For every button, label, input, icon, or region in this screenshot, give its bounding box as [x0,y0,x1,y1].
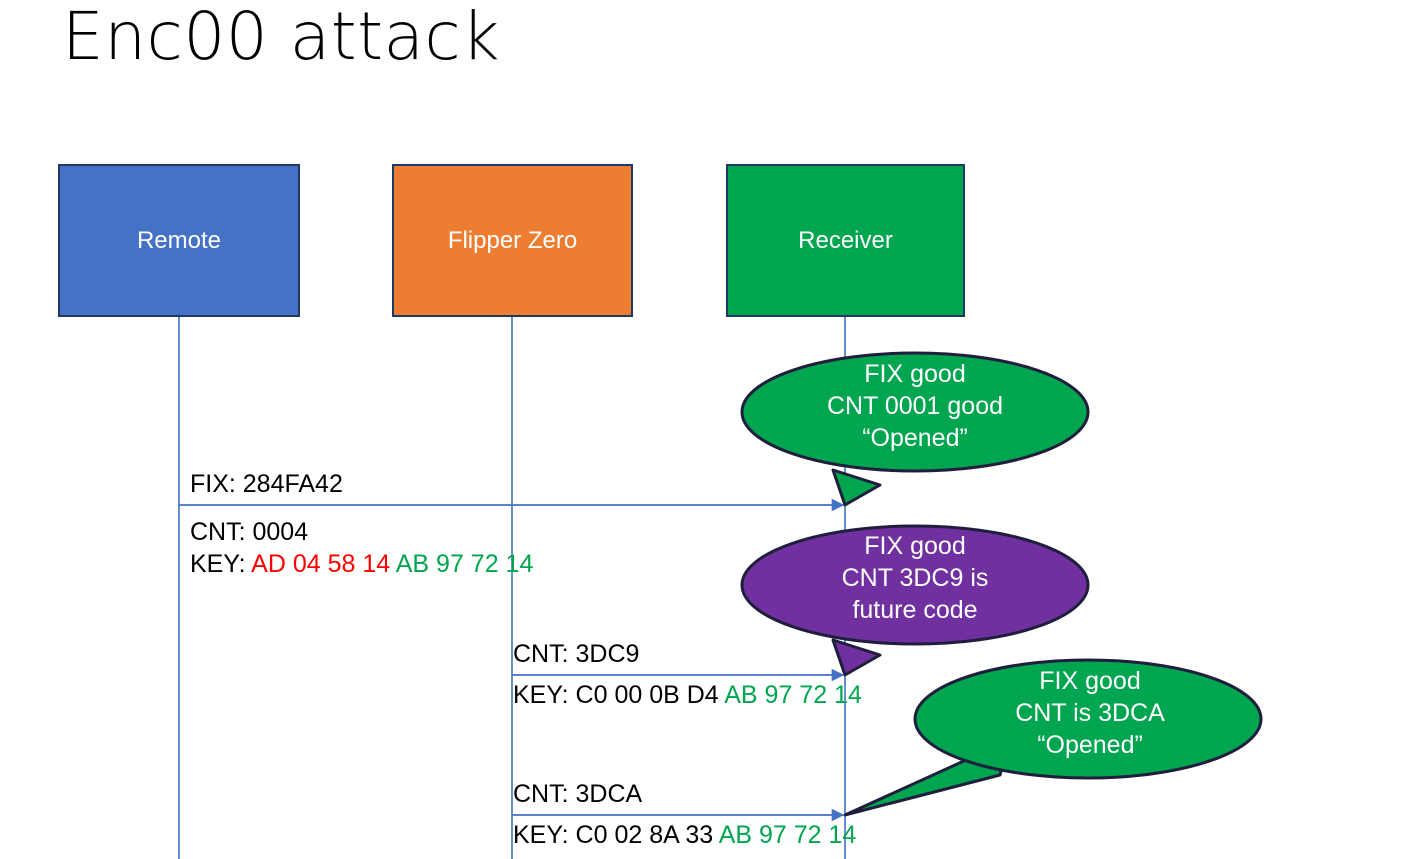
key-3-prefix: KEY: C0 02 8A 33 [513,821,719,849]
speech-bubble-2-text: FIX good CNT 3DC9 is future code [790,530,1040,626]
message-label-key-3: KEY: C0 02 8A 33 AB 97 72 14 [513,823,856,848]
message-label-fix: FIX: 284FA42 [190,470,343,498]
bubble-3-line-3: “Opened” [1037,731,1143,759]
key-3-green-bytes: AB 97 72 14 [718,821,857,849]
message-label-cnt-0004: CNT: 0004 [190,518,309,546]
page-title: Enc00 attack [62,0,500,75]
bubble-2-line-2: CNT 3DC9 is [841,564,989,592]
key-1-prefix: KEY: [190,550,252,578]
actor-label-remote: Remote [136,226,222,254]
speech-bubble-3-text: FIX good CNT is 3DCA “Opened” [965,665,1215,761]
bubble-1-line-1: FIX good [864,360,966,388]
message-label-cnt-3dc9: CNT: 3DC9 [513,640,640,668]
actor-box-remote[interactable]: Remote [58,164,300,317]
key-1-red-bytes: AD 04 58 14 [251,550,391,578]
key-2-prefix: KEY: C0 00 0B D4 [513,681,725,709]
bubble-2-line-3: future code [852,596,978,624]
speech-bubble-1-text: FIX good CNT 0001 good “Opened” [790,358,1040,454]
actor-box-flipper-zero[interactable]: Flipper Zero [392,164,633,317]
bubble-1-line-3: “Opened” [862,424,968,452]
message-label-cnt-3dca: CNT: 3DCA [513,780,643,808]
key-1-green-bytes: AB 97 72 14 [395,550,534,578]
message-label-key-2: KEY: C0 00 0B D4 AB 97 72 14 [513,683,862,708]
bubble-3-line-2: CNT is 3DCA [1015,699,1165,727]
bubble-1-line-2: CNT 0001 good [826,392,1004,420]
bubble-2-line-1: FIX good [864,532,966,560]
key-2-green-bytes: AB 97 72 14 [724,681,862,709]
actor-label-flipper-zero: Flipper Zero [447,226,578,254]
actor-box-receiver[interactable]: Receiver [726,164,965,317]
actor-label-receiver: Receiver [798,226,893,254]
message-label-key-1: KEY: AD 04 58 14 AB 97 72 14 [190,552,533,577]
bubble-3-line-1: FIX good [1039,667,1141,695]
